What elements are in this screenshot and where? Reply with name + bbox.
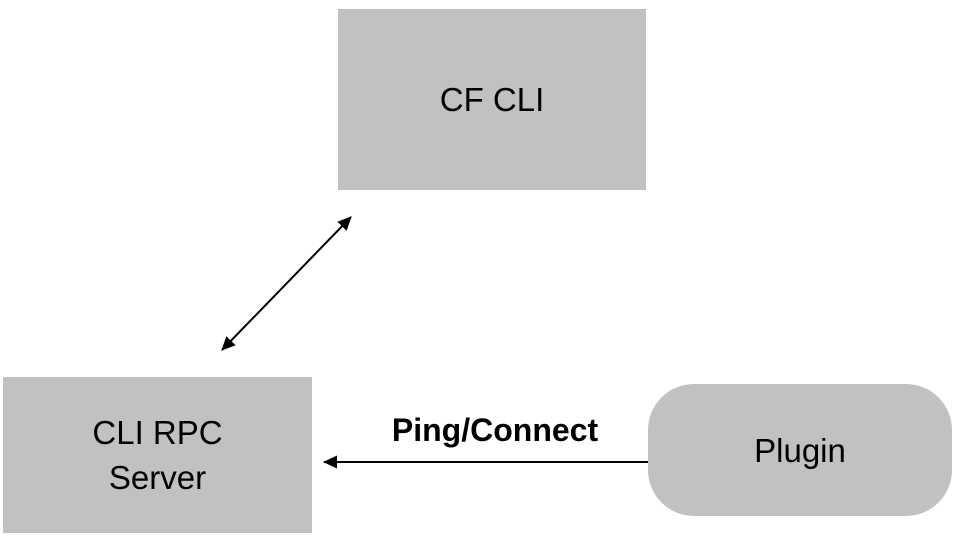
- node-cf-cli: CF CLI: [338, 9, 646, 190]
- node-cf-cli-label: CF CLI: [439, 81, 545, 118]
- node-cli-rpc-server: CLI RPC Server: [3, 377, 312, 533]
- edge-label-ping-connect: Ping/Connect: [391, 412, 599, 448]
- node-plugin-label: Plugin: [754, 431, 846, 469]
- bidirectional-arrow-cfcli-rpcserver: [221, 216, 352, 351]
- node-cli-rpc-server-label: CLI RPC Server: [92, 414, 223, 496]
- node-plugin: Plugin: [648, 384, 952, 516]
